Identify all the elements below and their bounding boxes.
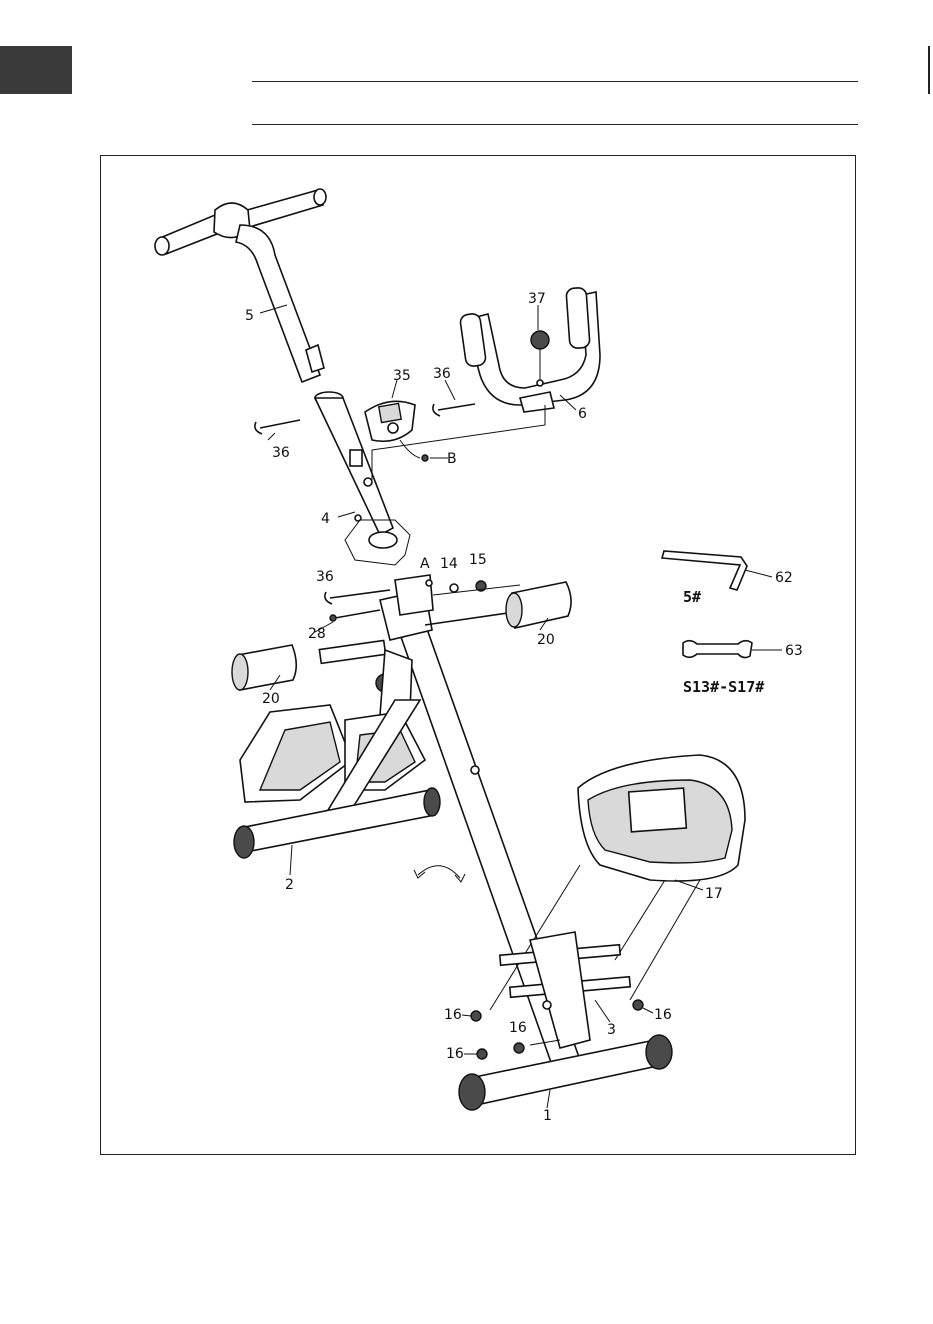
- wrench-tool-63: [683, 641, 752, 658]
- callout-3: 3: [607, 1022, 616, 1038]
- callout-16-d: 16: [654, 1007, 672, 1023]
- foot-pad-part-20-right: [425, 582, 571, 628]
- callout-15: 15: [469, 552, 487, 568]
- computer-part-35: [365, 401, 428, 461]
- handlebar-part-5: [155, 189, 326, 382]
- allen-key-size: 5#: [683, 588, 701, 606]
- callout-28: 28: [308, 626, 326, 642]
- callout-16-b: 16: [446, 1046, 464, 1062]
- callout-62: 62: [775, 570, 793, 586]
- bolt-part-36-a: [255, 420, 300, 434]
- knob-part-37: [531, 331, 549, 386]
- callout-2: 2: [285, 877, 294, 893]
- seat-part-17: [578, 755, 745, 881]
- screw-part-16-a: [471, 1011, 481, 1021]
- screw-part-16-c: [514, 1043, 524, 1053]
- callout-37: 37: [528, 291, 546, 307]
- callout-17: 17: [705, 886, 723, 902]
- callout-1: 1: [543, 1108, 552, 1124]
- foot-pad-part-20-left: [232, 640, 386, 690]
- screw-part-16-d: [633, 1000, 643, 1010]
- callout-b: B: [447, 451, 457, 467]
- wrench-size: S13#-S17#: [683, 678, 764, 696]
- callout-20-right: 20: [537, 632, 555, 648]
- callout-36-b: 36: [433, 366, 451, 382]
- callout-16-a: 16: [444, 1007, 462, 1023]
- callout-36-a: 36: [272, 445, 290, 461]
- callout-16-c: 16: [509, 1020, 527, 1036]
- callout-4: 4: [321, 511, 330, 527]
- callout-20-left: 20: [262, 691, 280, 707]
- rotation-arrow: [418, 866, 460, 878]
- allen-key-tool-62: [662, 551, 747, 590]
- bolt-part-28: [330, 610, 380, 621]
- callout-63: 63: [785, 643, 803, 659]
- callout-14: 14: [440, 556, 458, 572]
- washer-part-14: [450, 584, 458, 592]
- washer-part-a: [426, 580, 432, 586]
- callout-5: 5: [245, 308, 254, 324]
- screw-part-16-b: [477, 1049, 487, 1059]
- callout-a: A: [420, 556, 430, 572]
- bolt-part-36-b: [433, 404, 475, 416]
- callout-6: 6: [578, 406, 587, 422]
- callout-36-c: 36: [316, 569, 334, 585]
- callout-35: 35: [393, 368, 411, 384]
